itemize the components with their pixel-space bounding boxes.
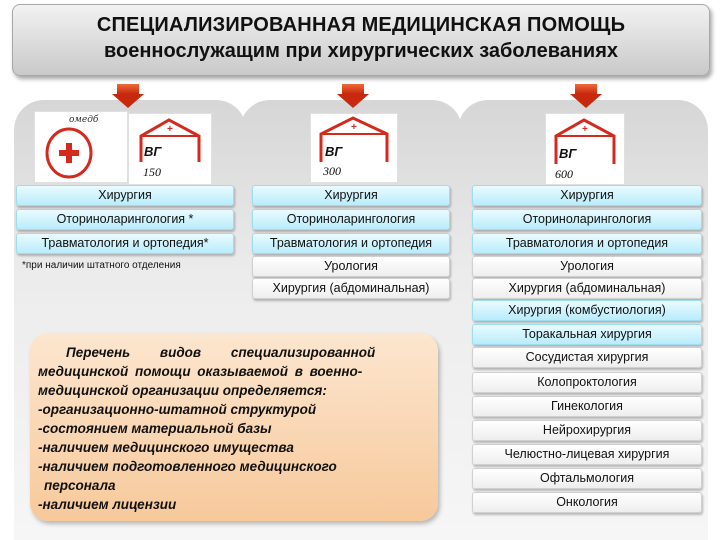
info-line: -организационно-штатной структурой (38, 402, 317, 417)
arrow-down-icon (570, 84, 602, 108)
omedb-label: омедб (69, 114, 99, 125)
title-banner: СПЕЦИАЛИЗИРОВАННАЯ МЕДИЦИНСКАЯ ПОМОЩЬ во… (12, 4, 710, 76)
col1-cell: Хирургия (16, 185, 234, 206)
col3-cell: Хирургия (комбустиология) (472, 300, 702, 321)
info-line: -наличием подготовленного медицинского (38, 459, 337, 474)
col3-cell: Сосудистая хирургия (472, 347, 702, 368)
info-box: Перечень видов специализированной медици… (30, 333, 438, 521)
svg-text:600: 600 (555, 167, 573, 181)
svg-text:ВГ: ВГ (559, 146, 577, 161)
col1-cell: Оториноларингология * (16, 209, 234, 230)
col2-cell: Травматология и ортопедия (252, 233, 450, 254)
info-line: -наличием медицинского имущества (38, 440, 294, 455)
col3-cell: Нейрохирургия (472, 420, 702, 441)
svg-text:+: + (167, 124, 173, 135)
info-line: Перечень видов специализированной (66, 345, 376, 360)
col3-cell: Челюстно-лицевая хирургия (472, 444, 702, 465)
vg150-image: + ВГ 150 (128, 113, 212, 185)
col3-cell: Травматология и ортопедия (472, 233, 702, 254)
info-line: медицинской помощи оказываемой в военно- (38, 364, 363, 379)
title-line-1: СПЕЦИАЛИЗИРОВАННАЯ МЕДИЦИНСКАЯ ПОМОЩЬ (96, 14, 626, 36)
arrow-down-icon (112, 84, 144, 108)
footnote: *при наличии штатного отделения (22, 260, 181, 271)
omedb-image: омедб (34, 111, 128, 183)
col3-cell: Хирургия (абдоминальная) (472, 278, 702, 299)
col3-cell: Гинекология (472, 396, 702, 417)
col3-cell: Колопроктология (472, 372, 702, 393)
svg-text:ВГ: ВГ (144, 144, 162, 159)
col2-cell: Урология (252, 256, 450, 277)
svg-text:+: + (582, 124, 588, 135)
info-line: -наличием лицензии (38, 497, 177, 512)
col3-cell: Оториноларингология (472, 209, 702, 230)
col3-cell: Хирургия (472, 185, 702, 206)
svg-text:300: 300 (322, 164, 341, 178)
info-line: -состоянием материальной базы (38, 421, 272, 436)
vg600-image: + ВГ 600 (545, 113, 625, 185)
arrow-down-icon (337, 84, 369, 108)
info-line: медицинской организации определяется: (38, 383, 327, 398)
col2-cell: Оториноларингология (252, 209, 450, 230)
svg-text:150: 150 (143, 165, 161, 179)
title-line-2: военнослужащим при хирургических заболев… (103, 40, 619, 62)
svg-text:+: + (351, 122, 357, 133)
col3-cell: Урология (472, 256, 702, 277)
col3-cell: Онкология (472, 492, 702, 513)
col1-cell: Травматология и ортопедия* (16, 233, 234, 254)
col2-cell: Хирургия (252, 185, 450, 206)
col3-cell: Офтальмология (472, 468, 702, 489)
svg-text:ВГ: ВГ (325, 144, 343, 159)
col3-cell: Торакальная хирургия (472, 324, 702, 345)
info-line: персонала (44, 478, 116, 493)
col2-cell: Хирургия (абдоминальная) (252, 278, 450, 299)
vg300-image: + ВГ 300 (310, 113, 398, 183)
